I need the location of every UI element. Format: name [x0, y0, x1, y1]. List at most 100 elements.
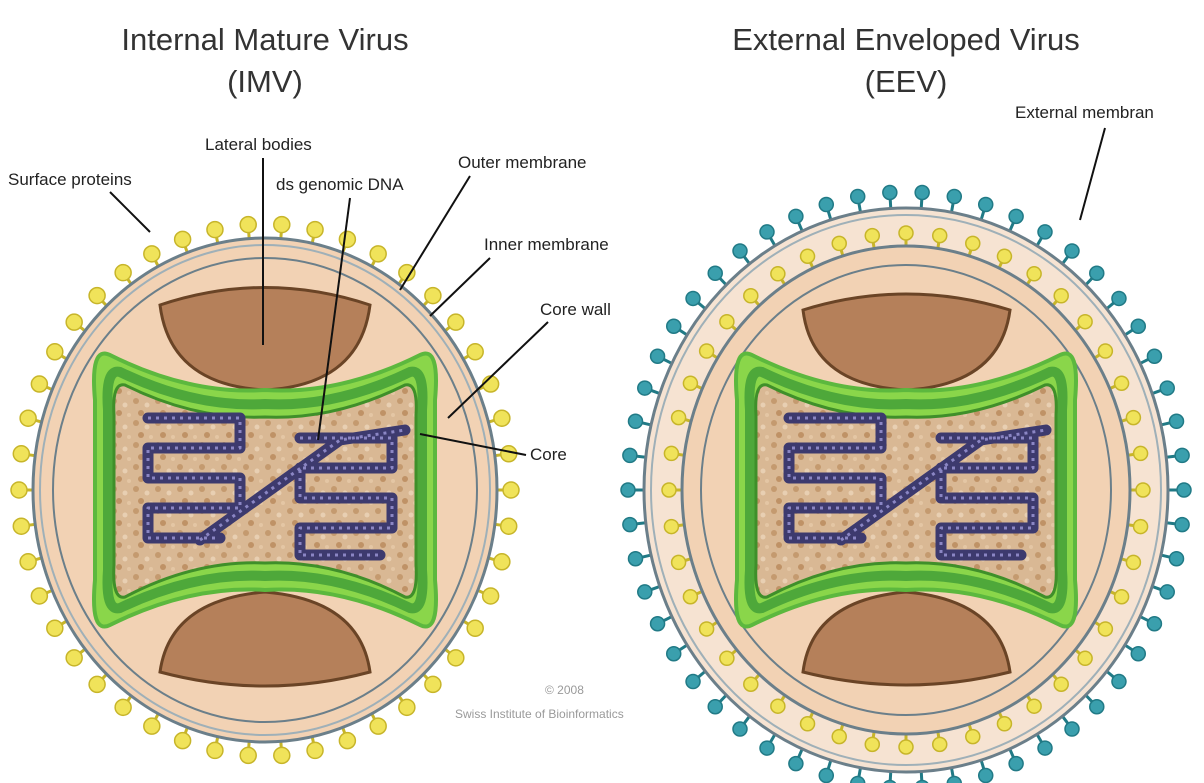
- label-core: Core: [530, 445, 567, 464]
- surface-protein: [239, 215, 257, 239]
- copyright-org: Swiss Institute of Bioinformatics: [455, 707, 624, 721]
- surface-protein: [1109, 589, 1130, 605]
- surface-protein: [670, 554, 692, 571]
- surface-protein: [1127, 445, 1149, 462]
- eev-inner-membrane: [700, 264, 1112, 716]
- surface-protein: [743, 673, 761, 692]
- surface-protein: [743, 288, 761, 307]
- envelope-protein: [1166, 447, 1190, 464]
- surface-protein: [30, 587, 53, 605]
- surface-protein: [239, 741, 257, 765]
- surface-protein: [114, 695, 133, 717]
- imv-core-wall-band: [102, 366, 428, 614]
- surface-protein: [46, 619, 68, 637]
- surface-protein: [494, 445, 518, 463]
- eev-lateral-body-top: [801, 292, 1012, 392]
- envelope-protein: [1008, 748, 1024, 772]
- surface-protein: [477, 587, 500, 605]
- surface-protein: [19, 409, 43, 427]
- envelope-protein: [759, 733, 777, 756]
- eev-abbrev: (EEV): [865, 64, 948, 99]
- copyright-year: © 2008: [545, 683, 584, 697]
- envelope-protein: [946, 188, 963, 213]
- surface-protein: [88, 673, 108, 694]
- envelope-protein: [665, 643, 688, 662]
- envelope-protein: [1160, 550, 1185, 567]
- surface-protein: [799, 248, 816, 269]
- envelope-protein: [1061, 715, 1080, 737]
- label-core-wall: Core wall: [540, 300, 611, 319]
- surface-protein: [682, 375, 703, 391]
- surface-protein: [397, 695, 416, 717]
- surface-protein: [1025, 694, 1042, 714]
- envelope-protein: [1124, 643, 1147, 662]
- surface-protein: [10, 481, 33, 499]
- envelope-protein: [732, 715, 751, 737]
- surface-protein: [965, 723, 981, 745]
- envelope-protein: [649, 615, 673, 632]
- imv-ds-genomic-dna: [142, 412, 411, 561]
- surface-protein: [996, 711, 1013, 732]
- envelope-protein: [1160, 413, 1185, 430]
- leader-inner-membrane: [429, 257, 491, 317]
- surface-protein: [338, 230, 357, 254]
- envelope-protein: [685, 670, 707, 690]
- surface-protein: [1130, 482, 1151, 498]
- surface-protein: [898, 225, 914, 246]
- label-surface-proteins: Surface proteins: [8, 170, 132, 189]
- surface-protein: [12, 517, 36, 535]
- surface-protein: [88, 286, 108, 307]
- envelope-protein: [1166, 516, 1190, 533]
- eev-surface-proteins: [661, 225, 1151, 755]
- envelope-protein: [1139, 348, 1163, 365]
- envelope-protein: [637, 584, 661, 600]
- envelope-protein: [1035, 733, 1053, 756]
- surface-protein: [46, 343, 68, 361]
- surface-protein: [444, 313, 465, 333]
- surface-protein: [1093, 343, 1114, 360]
- eev-ds-genomic-dna: [783, 412, 1052, 561]
- envelope-protein: [946, 767, 963, 783]
- envelope-protein: [707, 694, 728, 715]
- envelope-protein: [1168, 482, 1192, 498]
- envelope-protein: [707, 265, 728, 286]
- surface-protein: [1074, 648, 1093, 667]
- label-inner-membrane: Inner membrane: [484, 235, 609, 254]
- eev-envelope-proteins: [620, 184, 1192, 783]
- surface-protein: [663, 518, 685, 535]
- surface-protein: [306, 220, 324, 244]
- envelope-protein: [1061, 243, 1080, 265]
- envelope-protein: [788, 208, 804, 232]
- surface-protein: [965, 235, 981, 257]
- surface-protein: [831, 723, 847, 745]
- envelope-protein: [1105, 290, 1127, 310]
- surface-protein: [444, 647, 465, 667]
- envelope-protein: [915, 771, 929, 783]
- envelope-protein: [620, 482, 644, 498]
- imv-outer-membrane: [31, 236, 499, 744]
- surface-protein: [719, 648, 738, 667]
- dna-helix-twist: [146, 416, 406, 557]
- envelope-protein: [818, 759, 835, 783]
- leader-ds-genomic-dna: [317, 197, 351, 441]
- imv-title: Internal Mature Virus: [121, 22, 408, 57]
- surface-protein: [462, 619, 484, 637]
- surface-protein: [864, 227, 881, 249]
- surface-protein: [996, 248, 1013, 269]
- eev-lateral-body-bottom: [801, 590, 1012, 687]
- surface-protein: [898, 734, 914, 755]
- surface-protein: [663, 445, 685, 462]
- envelope-protein: [627, 413, 652, 430]
- envelope-protein: [732, 243, 751, 265]
- envelope-protein: [622, 516, 646, 533]
- imv-abbrev: (IMV): [227, 64, 303, 99]
- eev-external-membrane-inner-line: [650, 214, 1162, 766]
- label-lateral-bodies: Lateral bodies: [205, 135, 312, 154]
- surface-protein: [799, 711, 816, 732]
- label-external-membrane: External membran: [1015, 103, 1154, 122]
- surface-protein: [1127, 518, 1149, 535]
- label-ds-genomic-dna: ds genomic DNA: [276, 175, 404, 194]
- surface-protein: [143, 245, 161, 267]
- surface-protein: [173, 230, 192, 254]
- envelope-protein: [788, 748, 804, 772]
